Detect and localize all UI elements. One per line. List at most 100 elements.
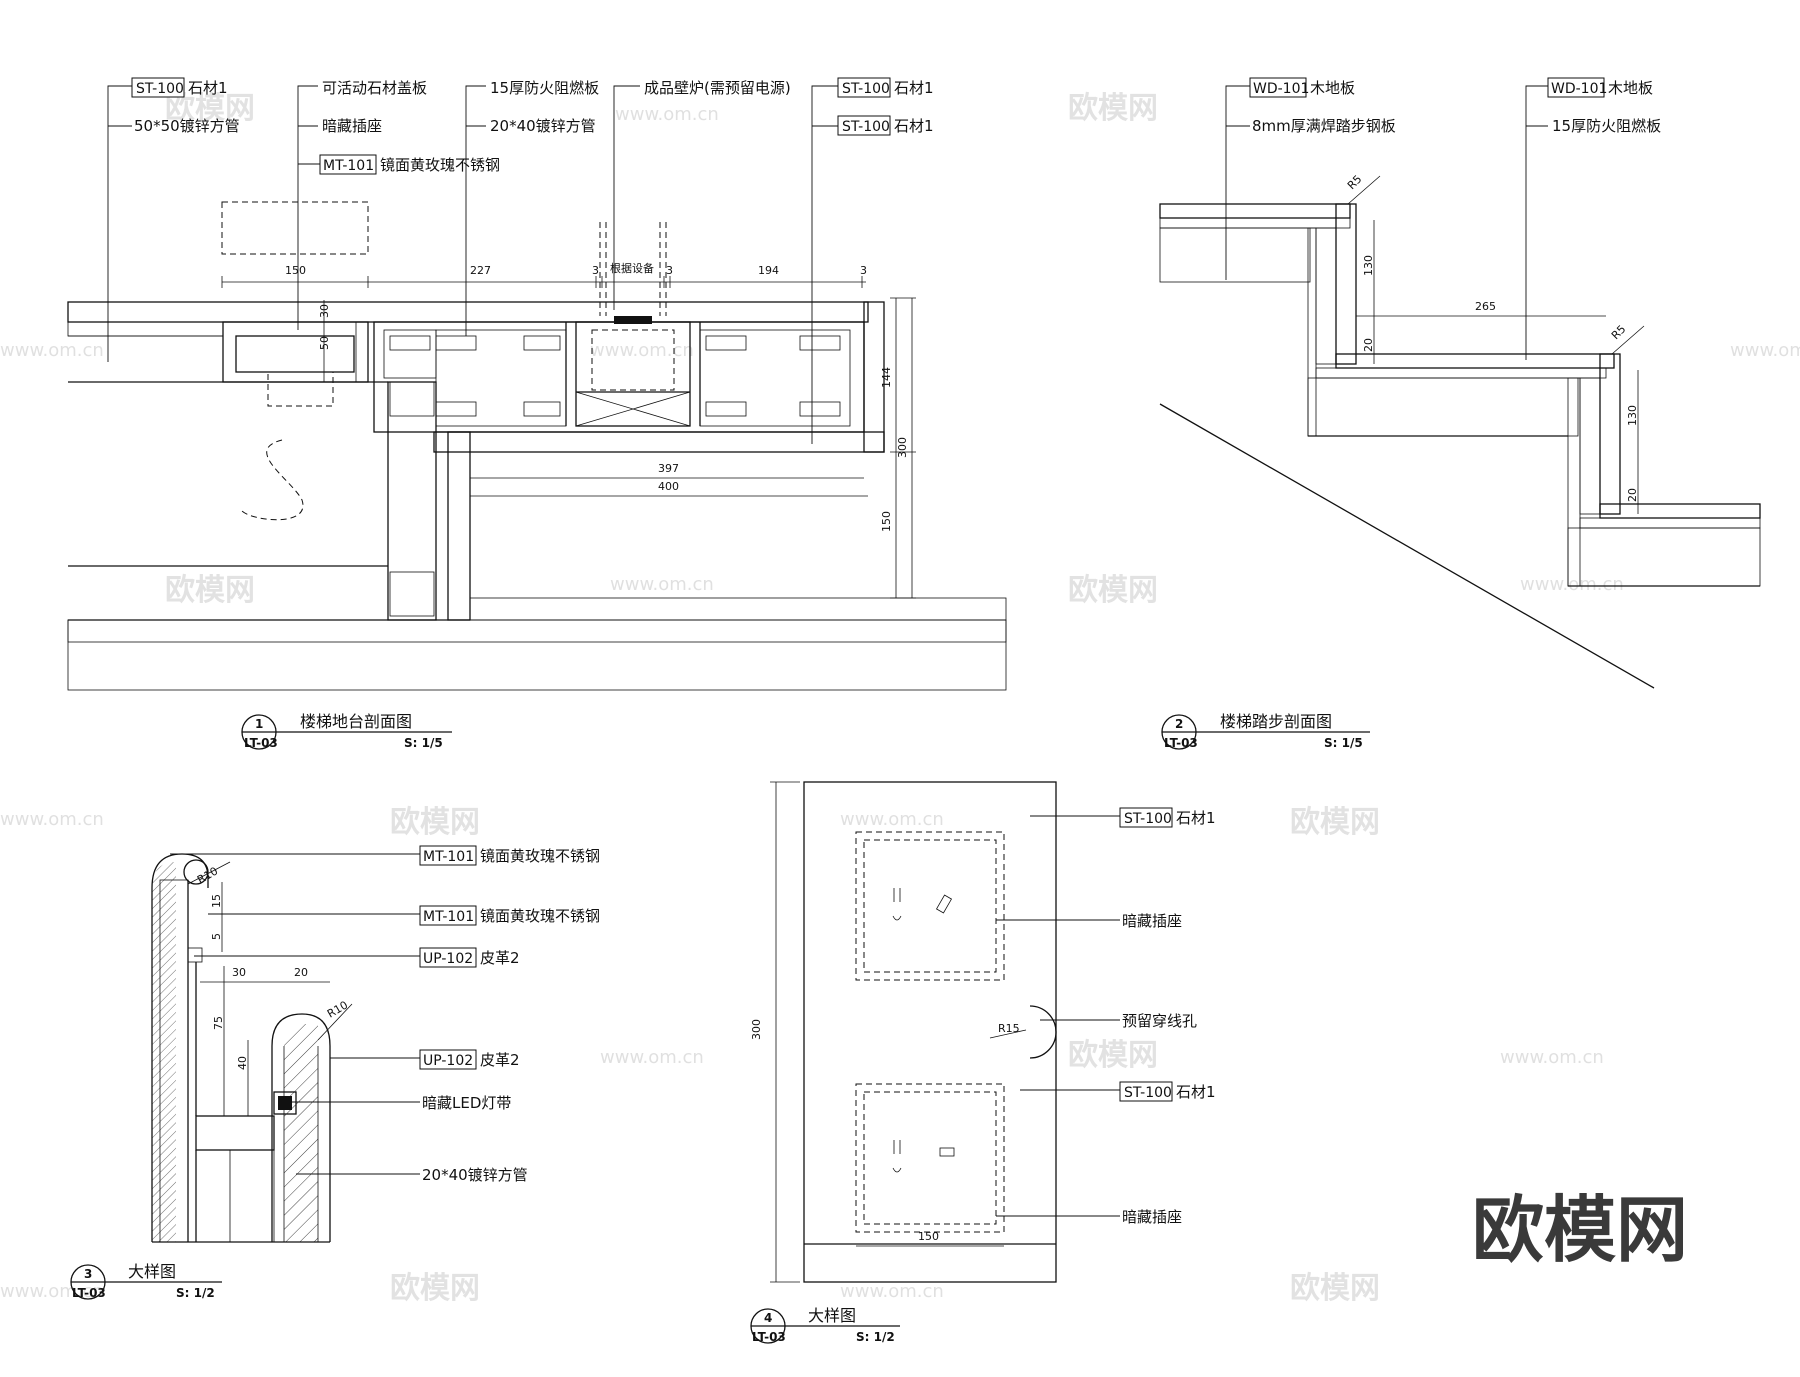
detail-1-leaders [107, 85, 838, 444]
svg-text:15厚防火阻燃板: 15厚防火阻燃板 [1552, 117, 1661, 135]
svg-text:130: 130 [1362, 255, 1375, 276]
detail-2-labels: WD-101 木地板 8mm厚满焊踏步钢板 WD-101 木地板 15厚防火阻燃… [1249, 77, 1661, 135]
svg-text:3: 3 [860, 264, 867, 277]
svg-text:欧模网: 欧模网 [1290, 1271, 1380, 1306]
svg-text:木地板: 木地板 [1608, 79, 1653, 97]
svg-text:WD-101: WD-101 [1551, 81, 1607, 97]
detail-3-leaders [170, 853, 420, 1175]
svg-text:暗藏插座: 暗藏插座 [1122, 1208, 1182, 1226]
svg-text:1: 1 [255, 717, 263, 731]
svg-text:227: 227 [470, 264, 491, 277]
detail-4-title-block: 4 LT-03 大样图 S: 1/2 [750, 1306, 900, 1344]
svg-text:ST-100: ST-100 [842, 81, 890, 97]
svg-text:2: 2 [1175, 717, 1183, 731]
svg-text:石材1: 石材1 [894, 117, 934, 135]
svg-text:3: 3 [666, 264, 673, 277]
svg-text:www.om.cn: www.om.cn [1730, 340, 1800, 361]
svg-text:LT-03: LT-03 [72, 1286, 106, 1300]
svg-text:397: 397 [658, 462, 679, 475]
detail-3-enlarged-detail: R10 15 5 30 20 R10 75 40 MT-101 镜面黄玫瑰不锈钢 [70, 845, 600, 1300]
svg-text:MT-101: MT-101 [323, 158, 374, 174]
svg-text:根据设备: 根据设备 [610, 261, 654, 275]
detail-4-labels: ST-100 石材1 暗藏插座 预留穿线孔 ST-100 石材1 暗藏插座 [1119, 807, 1216, 1226]
svg-text:UP-102: UP-102 [423, 1053, 473, 1069]
svg-text:20: 20 [294, 966, 308, 979]
svg-text:www.om.cn: www.om.cn [0, 809, 104, 830]
svg-text:www.om.cn: www.om.cn [0, 340, 104, 361]
svg-text:15: 15 [210, 894, 223, 908]
svg-text:皮革2: 皮革2 [480, 949, 520, 967]
detail-3-title-block: 3 LT-03 大样图 S: 1/2 [70, 1262, 222, 1300]
svg-text:3: 3 [84, 1267, 92, 1281]
svg-text:LT-03: LT-03 [752, 1330, 786, 1344]
svg-text:20: 20 [1626, 488, 1639, 502]
svg-text:楼梯地台剖面图: 楼梯地台剖面图 [300, 712, 412, 731]
svg-text:楼梯踏步剖面图: 楼梯踏步剖面图 [1220, 712, 1332, 731]
svg-text:www.om.cn: www.om.cn [840, 1281, 944, 1302]
svg-text:S: 1/5: S: 1/5 [404, 736, 443, 750]
svg-text:4: 4 [764, 1311, 772, 1325]
svg-text:265: 265 [1475, 300, 1496, 313]
svg-text:www.om.cn: www.om.cn [1520, 574, 1624, 595]
svg-text:300: 300 [750, 1019, 763, 1040]
svg-text:15厚防火阻燃板: 15厚防火阻燃板 [490, 79, 599, 97]
brand-logo: 欧模网 [1472, 1188, 1688, 1272]
svg-text:300: 300 [896, 437, 909, 458]
detail-4-stone-panel-elevation: 300 R15 150 ST-100 石材1 暗藏插座 预留穿线孔 ST-100… [750, 781, 1216, 1344]
svg-text:30: 30 [318, 304, 331, 318]
svg-text:3: 3 [592, 264, 599, 277]
svg-text:欧模网: 欧模网 [1290, 805, 1380, 840]
svg-text:30: 30 [232, 966, 246, 979]
detail-2-dimensions: R5 130 20 265 R5 130 20 [1345, 173, 1645, 514]
svg-text:5: 5 [210, 933, 223, 940]
svg-text:欧模网: 欧模网 [390, 805, 480, 840]
svg-text:130: 130 [1626, 405, 1639, 426]
svg-text:ST-100: ST-100 [136, 81, 184, 97]
svg-text:50*50镀锌方管: 50*50镀锌方管 [134, 117, 240, 135]
svg-text:欧模网: 欧模网 [1068, 1038, 1158, 1073]
detail-1-stair-platform-section: 150 227 3 根据设备 3 194 3 30 50 144 300 150… [67, 77, 1007, 750]
svg-text:www.om.cn: www.om.cn [0, 1281, 104, 1302]
svg-text:150: 150 [918, 1230, 939, 1243]
svg-text:400: 400 [658, 480, 679, 493]
svg-text:LT-03: LT-03 [1164, 736, 1198, 750]
svg-text:石材1: 石材1 [894, 79, 934, 97]
detail-3-dimensions: R10 15 5 30 20 R10 75 40 [187, 861, 353, 1116]
svg-text:木地板: 木地板 [1310, 79, 1355, 97]
svg-text:R10: R10 [325, 999, 350, 1021]
detail-1-labels: ST-100 石材1 50*50镀锌方管 可活动石材盖板 暗藏插座 MT-101… [131, 77, 934, 175]
svg-text:镜面黄玫瑰不锈钢: 镜面黄玫瑰不锈钢 [480, 847, 600, 865]
svg-text:石材1: 石材1 [1176, 809, 1216, 827]
svg-text:石材1: 石材1 [188, 79, 228, 97]
svg-text:石材1: 石材1 [1176, 1083, 1216, 1101]
svg-text:40: 40 [236, 1056, 249, 1070]
detail-2-leaders [1225, 85, 1548, 360]
svg-text:R15: R15 [998, 1022, 1020, 1035]
svg-text:R5: R5 [1609, 323, 1629, 343]
svg-text:暗藏LED灯带: 暗藏LED灯带 [422, 1094, 511, 1112]
svg-text:www.om.cn: www.om.cn [1500, 1047, 1604, 1068]
svg-text:S: 1/2: S: 1/2 [176, 1286, 215, 1300]
svg-text:LT-03: LT-03 [244, 736, 278, 750]
svg-text:ST-100: ST-100 [1124, 1085, 1172, 1101]
detail-1-title-block: 1 LT-03 楼梯地台剖面图 S: 1/5 [241, 712, 452, 750]
detail-3-labels: MT-101 镜面黄玫瑰不锈钢 MT-101 镜面黄玫瑰不锈钢 UP-102 皮… [419, 845, 600, 1184]
svg-text:欧模网: 欧模网 [165, 573, 255, 608]
svg-text:镜面黄玫瑰不锈钢: 镜面黄玫瑰不锈钢 [380, 156, 500, 174]
svg-text:暗藏插座: 暗藏插座 [322, 117, 382, 135]
svg-text:R5: R5 [1345, 173, 1365, 193]
svg-text:150: 150 [880, 511, 893, 532]
detail-2-title-block: 2 LT-03 楼梯踏步剖面图 S: 1/5 [1161, 712, 1370, 750]
svg-text:大样图: 大样图 [128, 1262, 176, 1281]
svg-text:www.om.cn: www.om.cn [600, 1047, 704, 1068]
svg-text:暗藏插座: 暗藏插座 [1122, 912, 1182, 930]
detail-1-dimensions: 150 227 3 根据设备 3 194 3 30 50 144 300 150… [221, 261, 916, 599]
svg-text:预留穿线孔: 预留穿线孔 [1122, 1012, 1197, 1030]
svg-text:20*40镀锌方管: 20*40镀锌方管 [490, 117, 596, 135]
svg-text:www.om.cn: www.om.cn [615, 104, 719, 125]
svg-text:S: 1/2: S: 1/2 [856, 1330, 895, 1344]
detail-4-dimensions: 300 R15 150 [750, 781, 1027, 1283]
svg-text:www.om.cn: www.om.cn [610, 574, 714, 595]
detail-4-leaders [996, 815, 1120, 1217]
